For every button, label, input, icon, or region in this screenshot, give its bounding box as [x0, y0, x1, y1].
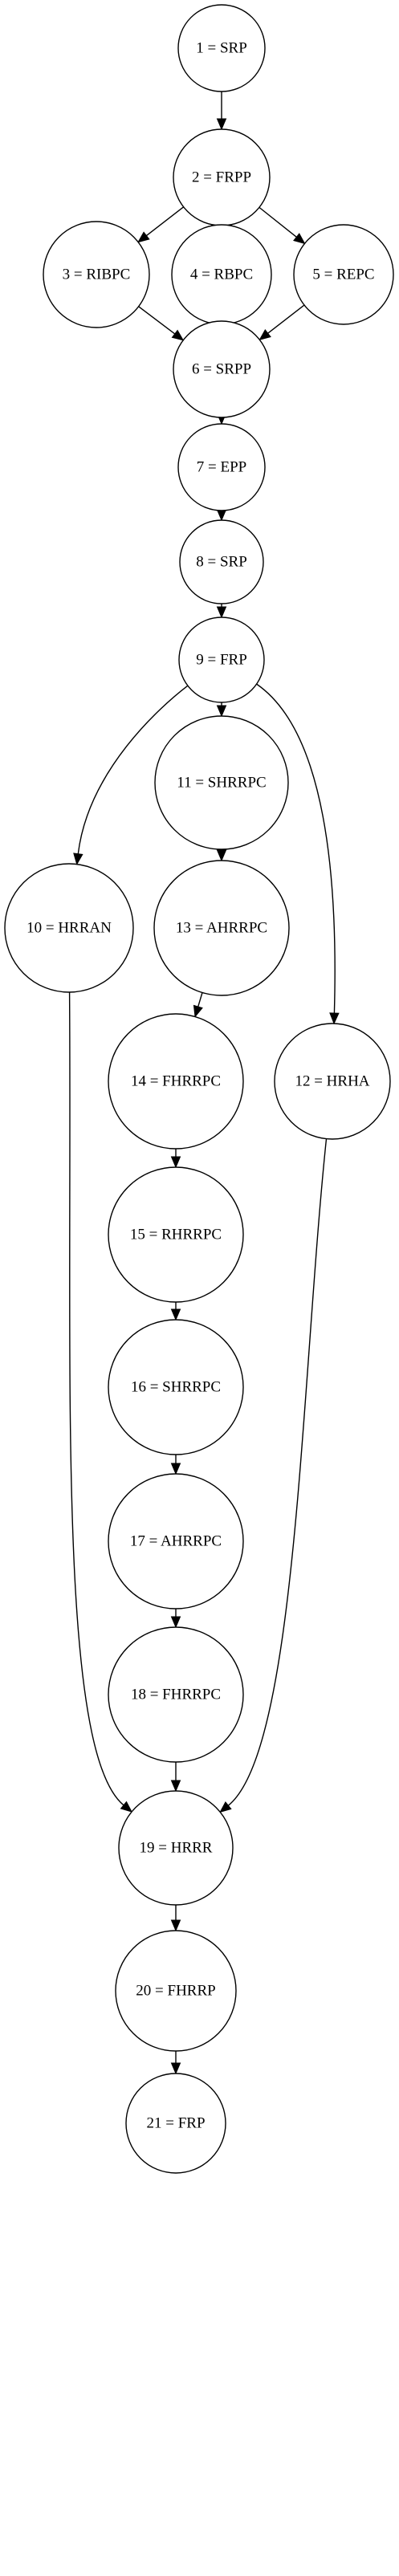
node-circle	[179, 519, 264, 604]
node-label: 13 = AHRRPC	[176, 920, 267, 937]
edge-n9-n11-arrowhead	[216, 705, 227, 718]
edge-n9-n12	[256, 683, 336, 1014]
node-label: 5 = REPC	[312, 267, 374, 283]
node-circle	[4, 863, 134, 993]
node-n1: 1 = SRP	[177, 4, 266, 92]
edge-n2-n5	[259, 206, 297, 238]
node-n21: 21 = FRP	[125, 2073, 226, 2174]
edge-n17-n18-arrowhead	[170, 1616, 181, 1629]
node-n12: 12 = HRHA	[274, 1023, 391, 1140]
node-circle	[293, 224, 394, 325]
node-circle	[108, 1013, 244, 1150]
node-label: 1 = SRP	[196, 40, 247, 57]
node-n14: 14 = FHRRPC	[108, 1013, 244, 1150]
edge-n10-n19	[68, 991, 124, 1806]
node-circle	[173, 320, 271, 418]
edge-n5-n6-arrowhead	[259, 328, 271, 340]
node-label: 8 = SRP	[196, 554, 247, 571]
node-circle	[43, 221, 150, 328]
edge-n9-n10-arrowhead	[73, 853, 83, 865]
edge-n19-n20-arrowhead	[170, 1919, 181, 1932]
edge-n3-n6-arrowhead	[171, 329, 185, 341]
edge-n2-n3-arrowhead	[137, 231, 150, 243]
edge-n3-n6	[138, 306, 176, 335]
node-n20: 20 = FHRRP	[115, 1930, 237, 2052]
edge-n15-n16-arrowhead	[170, 1308, 181, 1321]
nodes-layer: 1 = SRP 2 = FRPP 3 = RIBPC 4 = RBPC 5 = REPC…	[4, 4, 394, 2174]
node-circle	[154, 715, 289, 850]
node-n9: 9 = FRP	[178, 617, 265, 703]
node-n13: 13 = AHRRPC	[153, 860, 290, 996]
node-n3: 3 = RIBPC	[43, 221, 150, 328]
edge-n11-n13-arrowhead	[216, 849, 227, 862]
node-label: 19 = HRRR	[140, 1840, 213, 1857]
node-circle	[115, 1930, 237, 2052]
edge-n5-n6	[267, 304, 305, 334]
node-n15: 15 = RHRRPC	[108, 1166, 244, 1303]
node-n10: 10 = HRRAN	[4, 863, 134, 993]
node-circle	[108, 1166, 244, 1303]
edge-n8-n9-arrowhead	[216, 606, 227, 619]
node-label: 21 = FRP	[146, 2115, 205, 2132]
node-n18: 18 = FHRRPC	[108, 1626, 244, 1763]
node-label: 16 = SHRRPC	[131, 1379, 221, 1396]
node-n7: 7 = EPP	[177, 423, 266, 511]
node-n16: 16 = SHRRPC	[108, 1319, 244, 1455]
node-n8: 8 = SRP	[179, 519, 264, 604]
edge-n16-n17-arrowhead	[170, 1463, 181, 1475]
edge-n1-n2-arrowhead	[216, 118, 227, 131]
node-label: 17 = AHRRPC	[130, 1533, 222, 1550]
edge-n18-n19-arrowhead	[170, 1780, 181, 1793]
node-circle	[108, 1319, 244, 1455]
node-label: 15 = RHRRPC	[130, 1227, 222, 1243]
edge-n2-n3	[145, 206, 185, 237]
node-circle	[125, 2073, 226, 2174]
node-label: 11 = SHRRPC	[177, 775, 266, 792]
edge-n12-n19-arrowhead	[219, 1801, 232, 1813]
node-circle	[177, 4, 266, 92]
edge-n9-n10	[77, 685, 189, 854]
node-label: 7 = EPP	[197, 459, 246, 476]
node-label: 10 = HRRAN	[26, 920, 112, 937]
edge-n12-n19	[227, 1138, 328, 1806]
node-n11: 11 = SHRRPC	[154, 715, 289, 850]
node-label: 2 = FRPP	[192, 169, 251, 186]
node-label: 6 = SRPP	[192, 361, 251, 378]
node-circle	[178, 617, 265, 703]
node-label: 9 = FRP	[196, 652, 247, 669]
edge-n7-n8-arrowhead	[216, 509, 227, 522]
node-label: 4 = RBPC	[190, 267, 253, 283]
node-label: 18 = FHRRPC	[131, 1687, 221, 1703]
node-label: 14 = FHRRPC	[131, 1073, 221, 1090]
edge-n9-n12-arrowhead	[329, 1012, 340, 1025]
edge-n13-n14	[197, 992, 203, 1007]
node-circle	[153, 860, 290, 996]
node-label: 12 = HRHA	[295, 1073, 369, 1090]
node-label: 3 = RIBPC	[63, 267, 131, 283]
node-n17: 17 = AHRRPC	[108, 1473, 244, 1609]
node-n19: 19 = HRRR	[118, 1790, 234, 1906]
node-label: 20 = FHRRP	[136, 1983, 215, 2000]
edge-n10-n19-arrowhead	[120, 1801, 133, 1813]
node-n5: 5 = REPC	[293, 224, 394, 325]
node-n2: 2 = FRPP	[173, 128, 271, 226]
edge-n20-n21-arrowhead	[170, 2062, 181, 2075]
node-circle	[108, 1626, 244, 1763]
edge-n13-n14-arrowhead	[193, 1004, 203, 1018]
node-circle	[108, 1473, 244, 1609]
node-circle	[177, 423, 266, 511]
node-circle	[274, 1023, 391, 1140]
node-n6: 6 = SRPP	[173, 320, 271, 418]
node-n4: 4 = RBPC	[171, 224, 272, 325]
edge-n14-n15-arrowhead	[170, 1156, 181, 1169]
node-circle	[118, 1790, 234, 1906]
edge-n2-n5-arrowhead	[293, 233, 306, 245]
